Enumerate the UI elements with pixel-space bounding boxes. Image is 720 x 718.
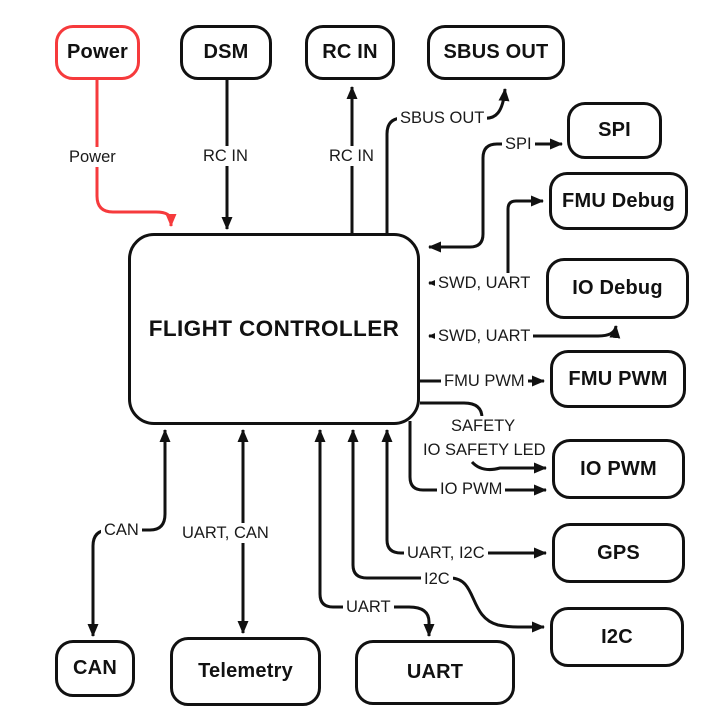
node-gps: GPS <box>552 523 685 583</box>
node-fmu-pwm: FMU PWM <box>550 350 686 408</box>
edge-label-fmu-pwm: FMU PWM <box>441 371 528 391</box>
edge-label-swd-uart-io: SWD, UART <box>435 326 534 346</box>
edge-label-sbus-out: SBUS OUT <box>397 108 488 128</box>
edge-label-io-safety-led: IO SAFETY LED <box>420 440 549 460</box>
wire-fmu-debug <box>506 195 544 277</box>
wire-spi-to-box <box>481 138 563 196</box>
node-spi-label: SPI <box>598 119 631 141</box>
node-io-debug: IO Debug <box>546 258 689 319</box>
wire-safety <box>420 401 484 419</box>
wire-spi-to-fc <box>428 196 485 253</box>
wire-io-safety-led <box>470 460 547 474</box>
node-power: Power <box>55 25 140 80</box>
node-io-pwm: IO PWM <box>552 439 685 499</box>
node-power-label: Power <box>66 41 129 63</box>
wire-i2c-to-box <box>351 540 545 633</box>
node-rc-in: RC IN <box>305 25 395 80</box>
node-fmu-debug: FMU Debug <box>549 172 688 230</box>
node-can: CAN <box>55 640 135 697</box>
edge-label-uart: UART <box>343 597 394 617</box>
edge-label-i2c: I2C <box>421 569 453 589</box>
node-sbus-out: SBUS OUT <box>427 25 565 80</box>
node-telemetry: Telemetry <box>170 637 321 706</box>
edge-label-can: CAN <box>101 520 142 540</box>
node-fmu-pwm-label: FMU PWM <box>568 367 668 390</box>
node-flight-controller: FLIGHT CONTROLLER <box>128 233 420 425</box>
edge-label-io-pwm: IO PWM <box>437 479 506 499</box>
wire-io-pwm <box>408 421 547 496</box>
wire-gps <box>385 520 547 559</box>
node-dsm: DSM <box>180 25 272 80</box>
node-can-label: CAN <box>73 657 117 679</box>
node-uart: UART <box>355 640 515 705</box>
wire-power <box>95 80 177 227</box>
edge-label-power: Power <box>66 147 119 167</box>
node-i2c-label: I2C <box>601 625 633 648</box>
node-uart-label: UART <box>406 661 464 683</box>
node-i2c: I2C <box>550 607 684 667</box>
node-telemetry-label: Telemetry <box>198 660 293 682</box>
node-sbus-out-label: SBUS OUT <box>443 41 549 63</box>
node-fmu-debug-label: FMU Debug <box>562 189 675 212</box>
edge-label-uart-can: UART, CAN <box>179 523 272 543</box>
edge-label-swd-uart-fmu: SWD, UART <box>435 273 534 293</box>
node-flight-controller-label: FLIGHT CONTROLLER <box>148 316 400 341</box>
edge-label-safety: SAFETY <box>448 416 519 436</box>
edge-label-rc-in: RC IN <box>326 146 377 166</box>
node-gps-label: GPS <box>597 541 640 564</box>
edge-label-spi: SPI <box>502 134 535 154</box>
edge-label-uart-i2c: UART, I2C <box>404 543 488 563</box>
node-io-pwm-label: IO PWM <box>580 457 657 480</box>
node-io-debug-label: IO Debug <box>572 277 663 299</box>
node-rc-in-label: RC IN <box>322 41 378 63</box>
edge-label-dsm-rc-in: RC IN <box>200 146 251 166</box>
wire-io-debug <box>560 325 621 339</box>
node-spi: SPI <box>567 102 662 159</box>
node-dsm-label: DSM <box>203 41 249 63</box>
